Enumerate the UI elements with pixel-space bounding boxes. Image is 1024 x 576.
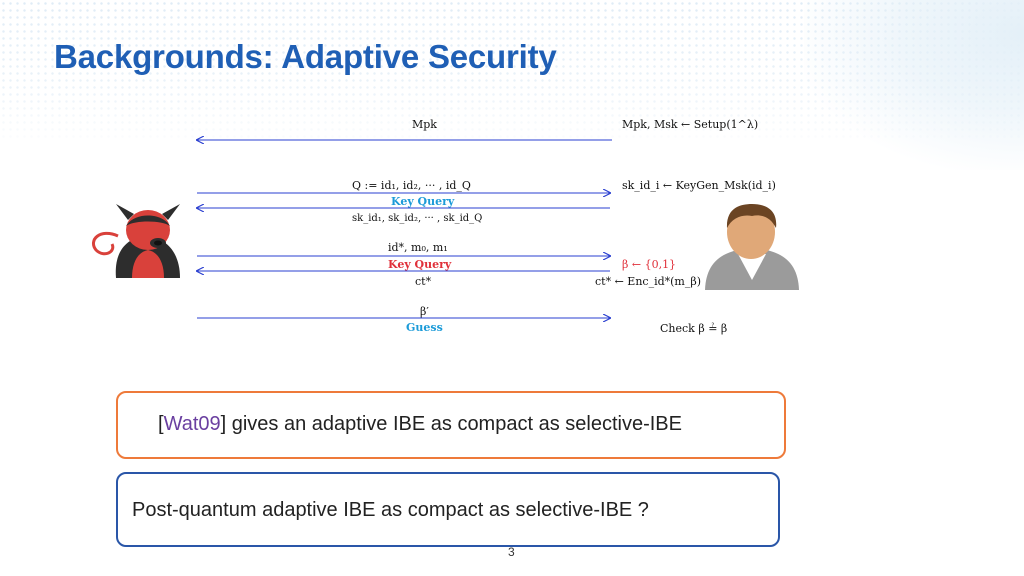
challenge-id-label: id*, m₀, m₁ (388, 241, 448, 254)
key-query-label: Key Query (391, 195, 455, 208)
mpk-label: Mpk (412, 118, 437, 131)
challenge-key-query-label: Key Query (388, 258, 452, 271)
keygen-label: sk_id_i ← KeyGen_Msk(id_i) (622, 179, 776, 192)
guess-bit-label: β′ (420, 305, 429, 318)
ciphertext-label: ct* (415, 275, 432, 288)
adaptive-ibe-note: [Wat09] gives an adaptive IBE as compact… (116, 391, 786, 459)
security-game-diagram: Mpk Mpk, Msk ← Setup(1^λ) Q := id₁, id₂,… (0, 0, 1024, 380)
encrypt-label: ct* ← Enc_id*(m_β) (595, 275, 701, 288)
setup-label: Mpk, Msk ← Setup(1^λ) (622, 118, 758, 131)
adversary-devil-icon (93, 204, 180, 278)
citation-wat09[interactable]: Wat09 (164, 413, 221, 435)
random-bit-label: β ← {0,1} (622, 258, 676, 271)
adaptive-ibe-text: gives an adaptive IBE as compact as sele… (226, 413, 682, 435)
post-quantum-question: Post-quantum adaptive IBE as compact as … (116, 472, 780, 547)
post-quantum-text: Post-quantum adaptive IBE as compact as … (132, 499, 649, 521)
page-number: 3 (508, 545, 515, 559)
guess-label: Guess (406, 321, 443, 334)
secret-keys-label: sk_id₁, sk_id₂, ··· , sk_id_Q (352, 213, 482, 224)
query-list-label: Q := id₁, id₂, ··· , id_Q (352, 179, 471, 192)
check-label: Check β ≟ β (660, 322, 727, 335)
challenger-person-icon (705, 204, 799, 290)
